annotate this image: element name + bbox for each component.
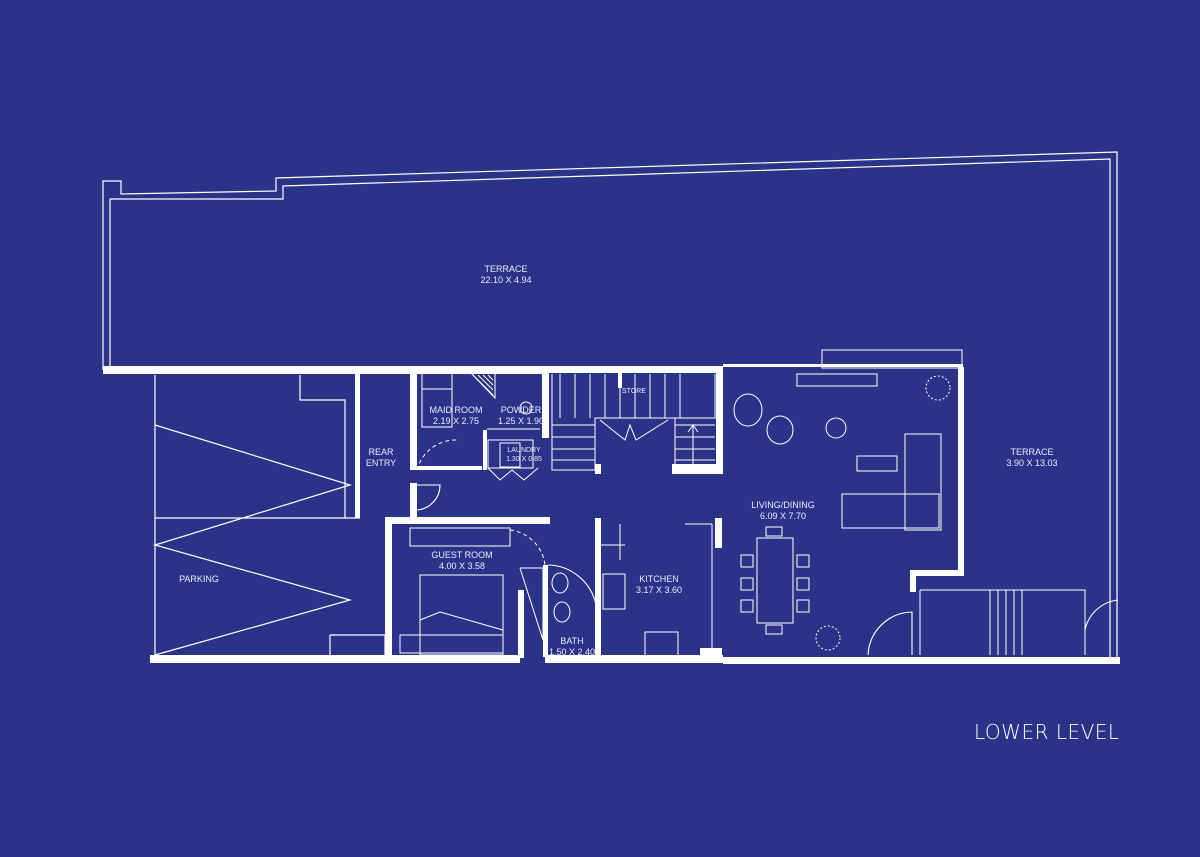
- room-label-parking: PARKING: [179, 574, 219, 584]
- parking-bay: [152, 375, 386, 656]
- walls: [103, 364, 1120, 664]
- maid-room-furniture: [421, 371, 540, 481]
- plan-title: LOWER LEVEL: [974, 720, 1120, 744]
- room-label-store: STORE: [622, 388, 646, 395]
- guest-and-kitchen-furniture: [399, 523, 713, 658]
- living-furniture: [733, 349, 963, 651]
- room-label-rear-entry: REAR ENTRY: [365, 447, 397, 468]
- terrace-outline: [102, 151, 1118, 664]
- stairs: [551, 374, 1086, 655]
- door-swings: [416, 484, 1119, 656]
